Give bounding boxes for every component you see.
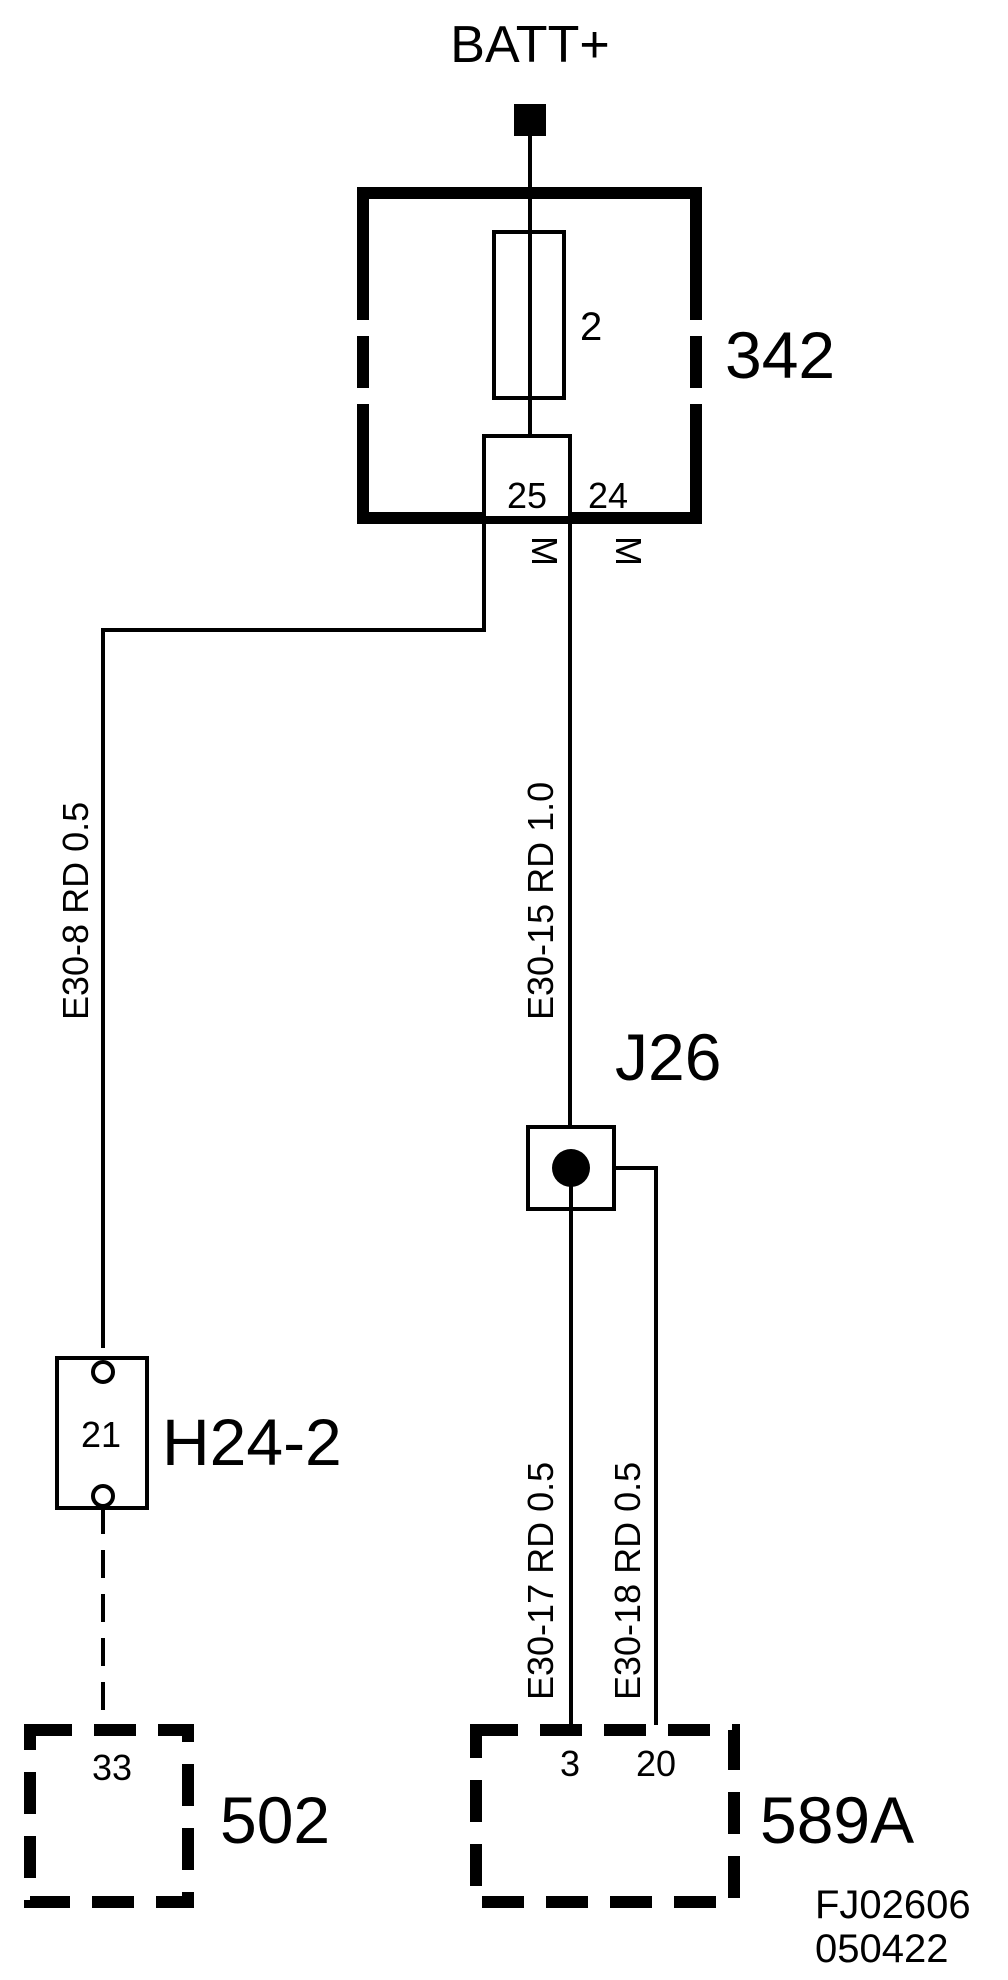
component-502-pin: 33 [92, 1747, 132, 1788]
fuse-number: 2 [580, 305, 602, 349]
component-589a-id: 589A [760, 1783, 914, 1857]
splice-id: J26 [615, 1020, 721, 1094]
wire-e30-17-label: E30-17 RD 0.5 [520, 1462, 561, 1700]
component-502-box [24, 1724, 194, 1908]
pin-25-label: 25 [507, 475, 547, 516]
batt-terminal [514, 104, 546, 136]
component-589a-pin-a: 3 [560, 1743, 580, 1784]
connector-pin-bottom [91, 1484, 115, 1508]
component-502-id: 502 [220, 1783, 330, 1857]
fuse-box-id: 342 [725, 318, 835, 392]
batt-plus-label: BATT+ [450, 16, 609, 74]
connector-pin-top [91, 1360, 115, 1384]
component-589a-pin-b: 20 [636, 1743, 676, 1784]
footer-code: FJ02606 [815, 1883, 971, 1927]
pin-24-label: 24 [588, 475, 628, 516]
component-589a-box [470, 1724, 740, 1908]
wire-e30-18 [614, 1166, 658, 1725]
pin-block-25 [482, 434, 572, 520]
footer-date: 050422 [815, 1927, 948, 1971]
wire-e30-8-label: E30-8 RD 0.5 [55, 802, 96, 1020]
wire-e30-18-label: E30-18 RD 0.5 [607, 1462, 648, 1700]
term-right-label: M [608, 536, 649, 566]
term-left-label: M [524, 536, 565, 566]
connector-pin-number: 21 [81, 1414, 121, 1455]
wire-e30-8 [101, 518, 486, 1348]
connector-id: H24-2 [162, 1405, 342, 1479]
wire-e30-15-label: E30-15 RD 1.0 [520, 782, 561, 1020]
